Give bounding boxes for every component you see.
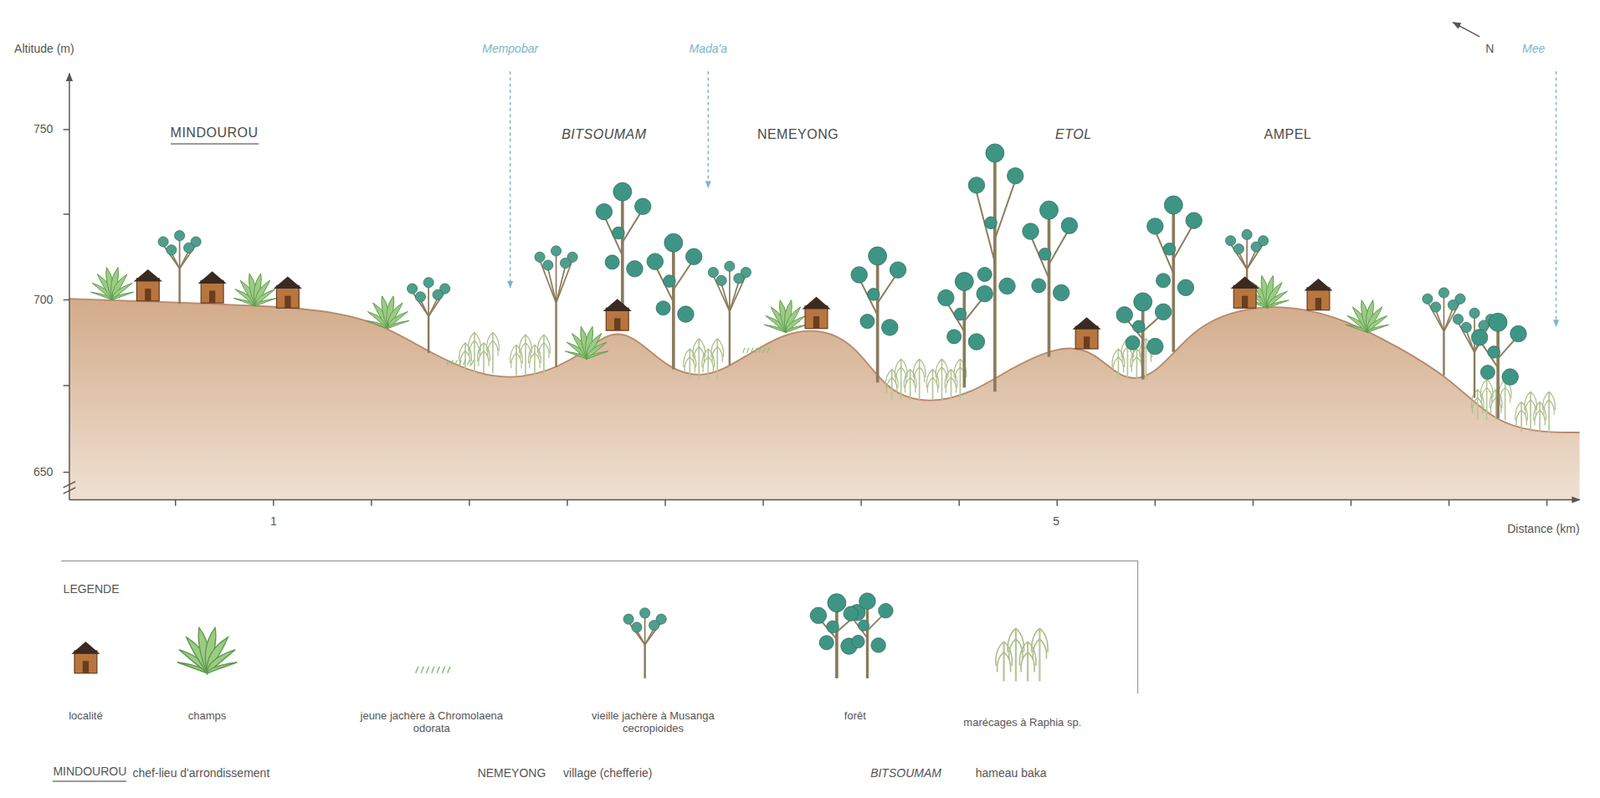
raphia-palm [683, 338, 724, 380]
musanga-tree [534, 246, 578, 368]
label: N [1485, 41, 1494, 57]
label: 650 [33, 465, 53, 480]
legend-text: jeune jachère à Chromolaena odorata [352, 709, 512, 736]
hut-icon [71, 641, 100, 674]
hut-icon [133, 269, 163, 302]
hut-icon [1230, 276, 1260, 308]
raphia-palm [885, 358, 926, 400]
forest-tree [810, 594, 866, 679]
river-pointer [707, 71, 709, 188]
musanga-tree [1422, 287, 1466, 376]
label: MINDOUROU [52, 764, 127, 783]
forest-tree [646, 233, 703, 370]
forest-tree [968, 143, 1024, 392]
label: 1 [270, 514, 277, 529]
musanga-tree [158, 230, 201, 305]
field-icon [1345, 300, 1389, 334]
ground-profile [69, 298, 1580, 433]
young-fallow [743, 348, 770, 354]
river-pointer [509, 71, 511, 288]
forest-tree [843, 593, 893, 679]
forest-tree [938, 272, 994, 389]
label: 700 [33, 292, 53, 308]
young-fallow [415, 666, 451, 674]
forest-tree [1471, 312, 1527, 419]
label: Mempobar [482, 41, 539, 57]
drawing [61, 22, 1580, 694]
young-fallow [446, 359, 474, 365]
raphia-palm [995, 628, 1048, 682]
label: BITSOUMAM [561, 126, 647, 143]
field-icon [177, 627, 238, 673]
legend-samples [71, 593, 1048, 683]
label: Mee [1522, 41, 1545, 57]
raphia-palm [459, 333, 500, 375]
label: 5 [1052, 514, 1060, 529]
forest-tree [1116, 292, 1172, 380]
field-icon [366, 296, 410, 329]
hut-icon [801, 297, 831, 329]
label: AMPEL [1263, 126, 1312, 143]
vegetation [91, 143, 1556, 433]
musanga-tree [623, 608, 667, 679]
label: LEGENDE [63, 582, 120, 597]
legend-frame [61, 561, 1138, 695]
legend-text: vieille jachère à Musanga cecropioides [573, 709, 733, 736]
musanga-tree [707, 261, 751, 365]
field-icon [91, 267, 134, 301]
river-pointer [1555, 71, 1557, 327]
label: MINDOUROU [170, 124, 259, 144]
label: NEMEYONG [757, 126, 839, 143]
hut-icon [1072, 317, 1102, 349]
north-arrow [1452, 22, 1480, 37]
musanga-tree [407, 277, 451, 354]
hut-icon [273, 276, 303, 308]
label: ETOL [1055, 126, 1093, 143]
legend-text: localité [5, 709, 165, 724]
raphia-palm [1515, 391, 1556, 433]
legend-text: champs [128, 709, 288, 724]
field-icon [233, 273, 277, 307]
label: BITSOUMAM [870, 766, 942, 781]
label: Altitude (m) [14, 41, 75, 57]
label: NEMEYONG [477, 766, 547, 781]
label: Distance (km) [1507, 522, 1580, 537]
hut-icon [198, 271, 227, 303]
legend-text: forêt [775, 709, 935, 724]
axes [63, 73, 1580, 507]
forest-tree [595, 182, 652, 329]
field-icon [764, 300, 807, 334]
raphia-palm [1471, 379, 1512, 421]
legend-text: marécages à Raphia sp. [943, 716, 1103, 730]
legend-text: hameau baka [975, 766, 1047, 781]
label: 750 [33, 122, 53, 137]
forest-tree [851, 246, 907, 383]
hut-icon [603, 298, 632, 331]
forest-tree [1022, 200, 1078, 358]
raphia-palm [510, 334, 551, 376]
legend-text: village (chefferie) [563, 766, 652, 781]
field-icon [565, 326, 609, 359]
raphia-palm [926, 358, 967, 400]
label: Mada'a [689, 41, 728, 57]
legend-text: chef-lieu d'arrondissement [133, 766, 271, 781]
hut-icon [1303, 278, 1333, 311]
ground [69, 298, 1580, 500]
forest-tree [1147, 195, 1203, 353]
